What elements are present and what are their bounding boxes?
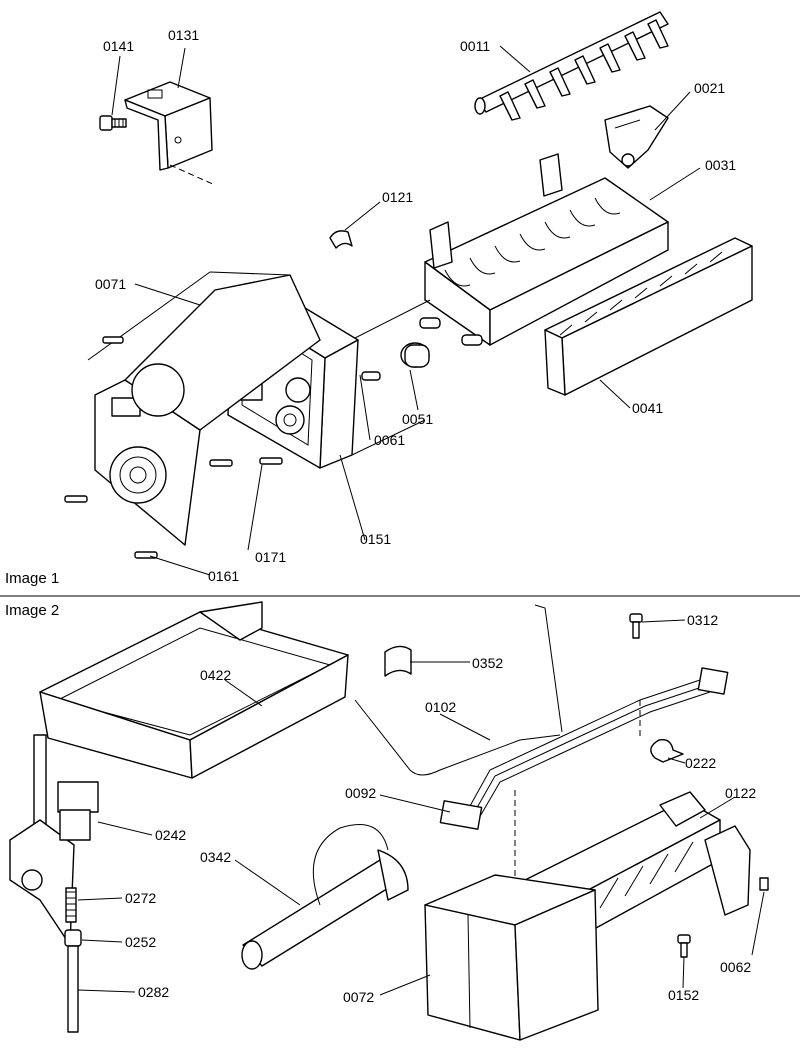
bail-clip-part xyxy=(384,645,412,677)
ejector-part xyxy=(474,11,669,121)
callout-0122: 0122 xyxy=(725,785,756,801)
wire-harness-part xyxy=(439,667,729,880)
bracket-screw-part xyxy=(99,115,127,131)
callout-0272: 0272 xyxy=(125,890,156,906)
module-cover-part xyxy=(424,874,599,1041)
callout-0342: 0342 xyxy=(200,849,231,865)
callout-0422: 0422 xyxy=(200,667,231,683)
callout-0092: 0092 xyxy=(345,785,376,801)
callout-0312: 0312 xyxy=(687,612,718,628)
callout-0062: 0062 xyxy=(720,959,751,975)
ice-bin-part xyxy=(39,601,349,779)
callout-0031: 0031 xyxy=(705,157,736,173)
callout-0021: 0021 xyxy=(694,80,725,96)
callout-0152: 0152 xyxy=(668,987,699,1003)
callout-0041: 0041 xyxy=(632,400,663,416)
screws-part xyxy=(64,336,283,559)
callout-0282: 0282 xyxy=(138,984,169,1000)
callout-0051: 0051 xyxy=(402,411,433,427)
callout-0222: 0222 xyxy=(685,755,716,771)
harness-clip-part xyxy=(650,739,684,763)
image-2-title: Image 2 xyxy=(5,602,59,619)
ice-maker-assembly-part xyxy=(524,791,769,946)
callout-0131: 0131 xyxy=(168,27,199,43)
image-1-callouts: 0141 0131 0011 0021 0031 0121 0071 0041 … xyxy=(95,27,736,584)
stripper-part xyxy=(604,105,669,169)
image-1-group: 0141 0131 0011 0021 0031 0121 0071 0041 … xyxy=(5,11,753,587)
callout-0061: 0061 xyxy=(374,432,405,448)
top-screw-part xyxy=(629,613,643,639)
image-2-callouts: 0312 0352 0422 0102 0222 0092 0122 0242 … xyxy=(125,612,756,1005)
image-1-title: Image 1 xyxy=(5,570,59,587)
clip-part xyxy=(329,230,353,249)
callout-0151: 0151 xyxy=(360,531,391,547)
shutoff-arm-part xyxy=(354,604,563,776)
callout-0161: 0161 xyxy=(208,568,239,584)
image-1-leader-lines xyxy=(111,45,701,576)
thermostat-part xyxy=(361,317,483,381)
callout-0102: 0102 xyxy=(425,699,456,715)
callout-0171: 0171 xyxy=(255,549,286,565)
ice-mold-part xyxy=(424,153,669,346)
image-2-group: Image 2 xyxy=(5,601,769,1041)
front-cover-part xyxy=(544,237,753,396)
fill-tube-part xyxy=(241,824,409,970)
callout-0071: 0071 xyxy=(95,276,126,292)
callout-0252: 0252 xyxy=(125,934,156,950)
mounting-bracket-part xyxy=(124,81,216,186)
callout-0141: 0141 xyxy=(103,38,134,54)
callout-0242: 0242 xyxy=(155,827,186,843)
callout-0011: 0011 xyxy=(460,38,490,54)
callout-0352: 0352 xyxy=(472,655,503,671)
mounting-plate-part xyxy=(351,299,431,456)
cover-screw-part xyxy=(677,934,691,958)
callout-0072: 0072 xyxy=(343,989,374,1005)
water-valve-part xyxy=(9,734,99,1033)
image-2-leader-lines xyxy=(77,619,765,996)
control-module-part xyxy=(87,271,321,546)
callout-0121: 0121 xyxy=(382,189,413,205)
